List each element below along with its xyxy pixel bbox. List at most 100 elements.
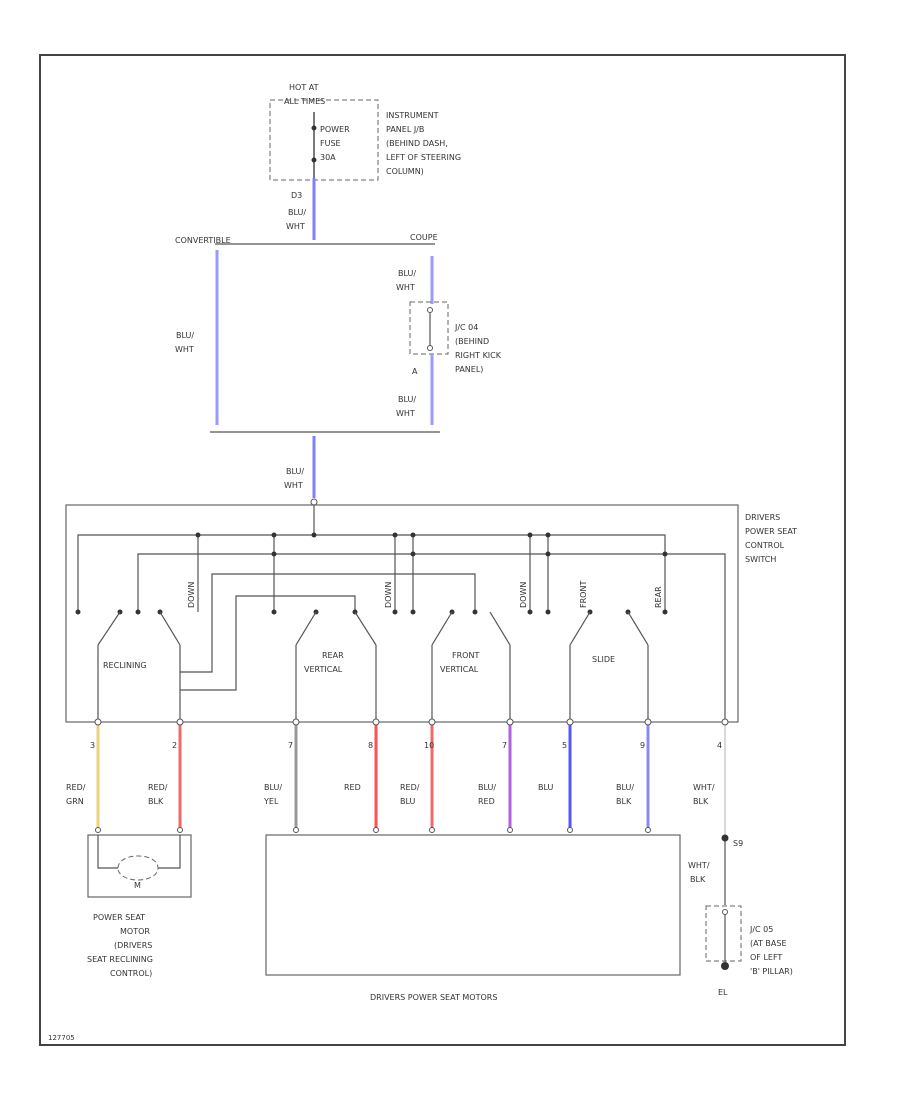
- switch-feed-pin: [310, 498, 318, 506]
- switch-name-2: POWER SEAT: [745, 527, 797, 536]
- fuse-location-1: INSTRUMENT: [386, 111, 439, 120]
- ground-splice-label: S9: [733, 839, 743, 848]
- footer-code: 127705: [48, 1034, 75, 1042]
- ground-wire-color-1: WHT/: [688, 861, 710, 870]
- section-label-slide: SLIDE: [592, 655, 615, 664]
- section-label-reclining: RECLINING: [103, 661, 147, 670]
- wire-color-label-4-1: RED: [344, 783, 361, 792]
- wire-color-label-8-1: BLU/: [616, 783, 634, 792]
- wire-color-label-9-1: WHT/: [693, 783, 715, 792]
- switch-pin-9: [721, 718, 729, 726]
- jc04-name-4: PANEL): [455, 365, 483, 374]
- wire-color-label-5-2: BLU: [400, 797, 416, 806]
- section-label-rear-1: REAR: [322, 651, 344, 660]
- wire-color-label-8-2: BLK: [616, 797, 632, 806]
- coupe-color-top-2: WHT: [396, 283, 415, 292]
- motor-pin-7: [567, 827, 573, 833]
- motor-name-2: MOTOR: [120, 927, 150, 936]
- power-seat-switch-box: [65, 504, 739, 723]
- convertible-color-1: BLU/: [176, 331, 194, 340]
- motor-pin-4: [373, 827, 379, 833]
- feed-color-2: WHT: [286, 222, 305, 231]
- motor-label: M: [134, 881, 141, 890]
- fuse-location-5: COLUMN): [386, 167, 424, 176]
- cross-link-2: [180, 595, 356, 691]
- convertible-color-2: WHT: [175, 345, 194, 354]
- cross-link-1: [180, 573, 476, 673]
- switch-pin-1: [94, 718, 102, 726]
- switch-section-reclining: [75, 609, 181, 720]
- section-label-front-1: FRONT: [452, 651, 479, 660]
- fuse-terminal-top: [311, 125, 317, 131]
- fuse-pin: D3: [291, 191, 302, 200]
- switch-section-rear-vertical: [271, 609, 398, 720]
- motor-pin-2: [177, 827, 183, 833]
- coupe-color-bottom-2: WHT: [396, 409, 415, 418]
- switch-name-4: SWITCH: [745, 555, 776, 564]
- wire-pin-label-3: 7: [288, 741, 293, 750]
- switch-pin-4: [372, 718, 380, 726]
- wire-pin-label-1: 3: [90, 741, 95, 750]
- contact-label-2: DOWN: [384, 582, 393, 608]
- wire-pin-label-7: 5: [562, 741, 567, 750]
- wire-pin-label-9: 4: [717, 741, 722, 750]
- jc04-terminal-top: [427, 307, 433, 313]
- jc05-name-2: (AT BASE: [750, 939, 787, 948]
- switch-pin-7: [566, 718, 574, 726]
- switch-pin-5: [428, 718, 436, 726]
- hot-at-label-1: HOT AT: [289, 83, 319, 92]
- wire-color-label-1-2: GRN: [66, 797, 84, 806]
- wire-color-label-6-2: RED: [478, 797, 495, 806]
- wire-pin-label-5: 10: [424, 741, 434, 750]
- bus-junction-dots: [195, 532, 668, 557]
- contact-label-4: FRONT: [579, 581, 588, 608]
- ground-bus-line: [137, 553, 726, 720]
- fuse-box: [269, 99, 379, 181]
- section-label-rear-2: VERTICAL: [304, 665, 343, 674]
- jc05-name-3: OF LEFT: [750, 953, 782, 962]
- jc04-box: [409, 301, 449, 355]
- switch-name-1: DRIVERS: [745, 513, 780, 522]
- jc05-terminal-top: [722, 909, 728, 915]
- bus-b-line: [77, 534, 666, 612]
- switch-pin-2: [176, 718, 184, 726]
- contact-label-3: DOWN: [519, 582, 528, 608]
- motor-lead-right: [158, 835, 181, 869]
- coupe-color-bottom-1: BLU/: [398, 395, 416, 404]
- switch-pin-3: [292, 718, 300, 726]
- seat-motors-name: DRIVERS POWER SEAT MOTORS: [370, 993, 497, 1002]
- wire-color-label-1-1: RED/: [66, 783, 86, 792]
- ground-point: [721, 962, 729, 970]
- hot-at-label-2: ALL TIMES: [284, 97, 325, 106]
- seat-motors-box: [265, 834, 681, 976]
- wire-color-label-7-1: BLU: [538, 783, 554, 792]
- reclining-motor-box: [87, 834, 192, 898]
- switch-section-slide: [545, 609, 668, 720]
- motor-pin-1: [95, 827, 101, 833]
- jc04-name-2: (BEHIND: [455, 337, 489, 346]
- wire-color-label-6-1: BLU/: [478, 783, 496, 792]
- motor-name-3: (DRIVERS: [114, 941, 152, 950]
- switch-pin-8: [644, 718, 652, 726]
- jc05-name-4: 'B' PILLAR): [750, 967, 793, 976]
- wire-color-label-9-2: BLK: [693, 797, 709, 806]
- wire-color-label-3-1: BLU/: [264, 783, 282, 792]
- motor-name-4: SEAT RECLINING: [87, 955, 153, 964]
- wire-color-label-2-1: RED/: [148, 783, 168, 792]
- motor-lead-left: [97, 835, 118, 869]
- fuse-location-2: PANEL J/B: [386, 125, 424, 134]
- fuse-name-2: FUSE: [320, 139, 341, 148]
- ground-wire-color-2: BLK: [690, 875, 706, 884]
- wire-pin-label-2: 2: [172, 741, 177, 750]
- fuse-location-3: (BEHIND DASH,: [386, 139, 448, 148]
- motor-symbol: [117, 855, 159, 881]
- wire-color-label-5-1: RED/: [400, 783, 420, 792]
- motor-pin-8: [645, 827, 651, 833]
- jc04-terminal-bottom: [427, 345, 433, 351]
- switch-feed-color-2: WHT: [284, 481, 303, 490]
- contact-label-5: REAR: [654, 586, 663, 608]
- wire-color-label-3-2: YEL: [263, 797, 279, 806]
- fuse-name-3: 30A: [320, 153, 336, 162]
- feed-color-1: BLU/: [288, 208, 306, 217]
